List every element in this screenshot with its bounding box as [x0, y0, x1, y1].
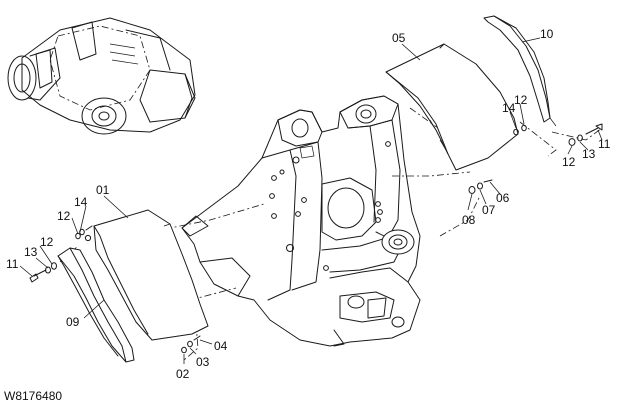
label-11-left: 11: [6, 257, 19, 271]
label-12-right-b: 12: [562, 155, 576, 169]
label-12-right-a: 12: [514, 93, 528, 107]
label-14-right: 14: [502, 101, 516, 115]
label-05: 05: [392, 31, 406, 45]
label-14-left: 14: [74, 195, 88, 209]
label-07: 07: [482, 203, 496, 217]
main-frame: [181, 95, 421, 347]
leader-lines: [19, 37, 603, 364]
label-09: 09: [66, 315, 80, 329]
part-labels: 01 14 12 13 12 11 09 02 03 04 05 10 14 1…: [6, 27, 611, 381]
label-12-left-a: 12: [57, 209, 71, 223]
label-04: 04: [214, 339, 228, 353]
hardware-right: [468, 123, 603, 194]
fender-10: [483, 15, 557, 127]
label-13-right: 13: [582, 147, 596, 161]
fender-01: [84, 209, 209, 341]
label-11-right: 11: [598, 137, 611, 151]
fender-09: [57, 247, 135, 363]
machine-overview-thumbnail: [7, 17, 196, 135]
figure-code: W8176480: [4, 389, 62, 403]
label-12-left-b: 12: [40, 235, 54, 249]
label-08: 08: [462, 213, 476, 227]
label-03: 03: [196, 355, 210, 369]
label-10: 10: [540, 27, 554, 41]
label-01: 01: [96, 183, 110, 197]
label-13-left: 13: [24, 245, 38, 259]
label-02: 02: [176, 367, 190, 381]
label-06: 06: [496, 191, 510, 205]
fender-05: [385, 43, 519, 171]
